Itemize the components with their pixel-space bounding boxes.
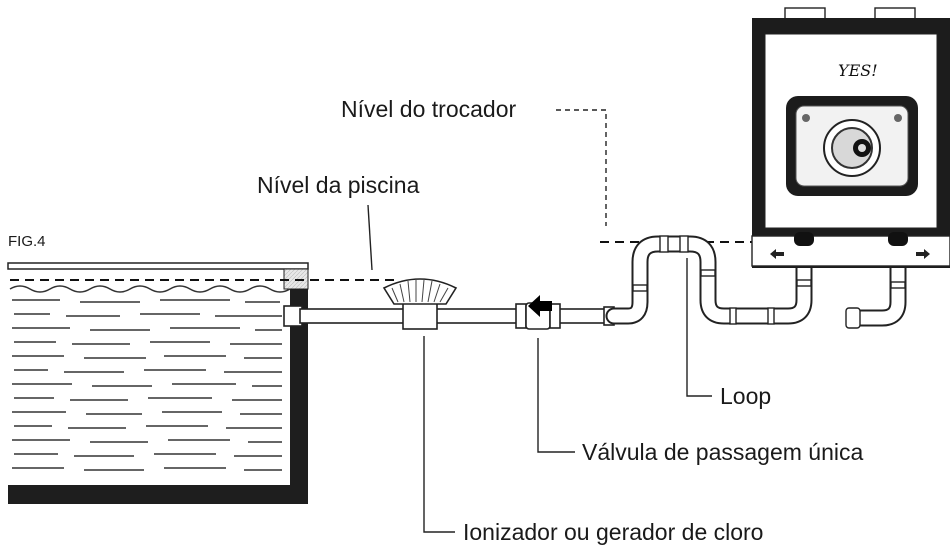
label-exchanger-level: Nível do trocador [341,96,516,122]
heater-connector-right [888,232,908,246]
outlet-pipe [845,231,907,329]
heater-dial [831,127,873,169]
return-pipe [283,302,619,330]
figure-label: FIG.4 [8,233,46,250]
heater-inlet-mark [916,249,930,259]
ionizer [382,278,458,305]
pool-rim [7,262,309,270]
pool [7,262,309,504]
water-lines [12,299,282,471]
water-surface [9,285,291,293]
label-ionizer: Ionizador ou gerador de cloro [463,519,763,545]
heater-unit: YES! [751,7,950,268]
label-check-valve: Válvula de passagem única [582,439,863,465]
label-loop: Loop [720,383,771,409]
loop-couplings [632,235,812,325]
leader-pool-level [367,204,373,271]
leader-loop [686,258,712,397]
label-pool-level: Nível da piscina [257,172,420,198]
pipe-straight [299,308,619,324]
heater-indicator-left [802,114,810,122]
ionizer-tee [402,302,438,330]
pool-floor [8,485,308,504]
left-arrow-icon [528,295,552,317]
leader-exchanger-level [556,109,607,226]
leader-check-valve [537,338,575,453]
heater-brand: YES! [838,61,878,80]
valve-ring-right [549,303,561,329]
leader-lines [367,109,712,533]
heater-connector-left [794,232,814,246]
heater-indicator-right [894,114,902,122]
leader-ionizer [423,336,455,533]
loop-pipe [605,231,813,325]
heater-base [751,235,950,267]
pool-wall [290,289,308,504]
heater-outlet-mark [770,249,784,259]
valve-ring-left [515,303,527,329]
